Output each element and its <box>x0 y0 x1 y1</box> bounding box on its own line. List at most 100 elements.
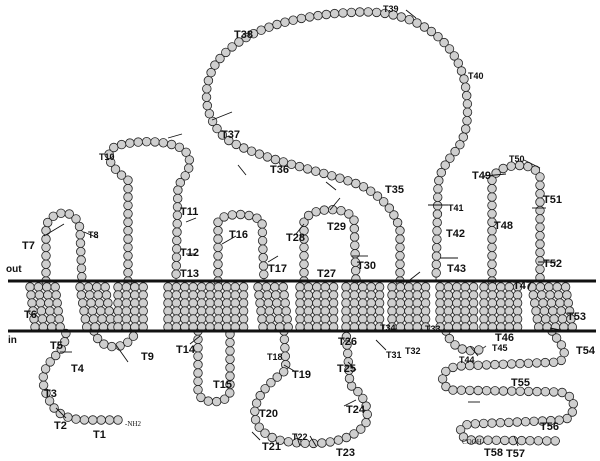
helix-residue-bead <box>270 282 280 292</box>
residue-bead <box>562 413 572 424</box>
residue-bead <box>202 84 212 94</box>
residue-bead <box>353 386 363 397</box>
residue-bead <box>173 185 183 195</box>
helix-residue-bead <box>96 306 106 316</box>
helix-residue-bead <box>341 290 351 300</box>
helix-residue-bead <box>180 282 190 292</box>
segment-tick <box>469 345 479 357</box>
residue-bead <box>203 396 214 406</box>
segment-tick <box>167 133 183 139</box>
residue-bead <box>123 209 133 219</box>
residue-bead <box>71 414 81 424</box>
residue-bead <box>462 420 472 430</box>
helix-residue-bead <box>460 282 470 292</box>
residue-bead <box>296 13 307 24</box>
residue-bead <box>217 130 228 140</box>
helix-residue-bead <box>230 282 240 292</box>
helix-residue-bead <box>273 306 283 316</box>
helix-residue-bead <box>435 290 445 300</box>
segment-label-t29: T29 <box>327 221 346 233</box>
segment-label-t28: T28 <box>286 232 305 244</box>
helix-residue-bead <box>460 314 470 324</box>
segment-label-t37: T37 <box>221 129 240 141</box>
helix-residue-bead <box>280 298 290 308</box>
segment-labels: T1 T2 T3 T4 T5 T6 T7 T8 T9 T10 T11 T12 T… <box>22 4 596 460</box>
segment-label-t22: T22 <box>292 432 308 442</box>
residue-bead <box>487 192 497 202</box>
helix-residue-bead <box>320 282 330 292</box>
residue-bead <box>444 333 455 344</box>
helix-residue-bead <box>274 314 284 324</box>
residue-bead <box>123 242 133 253</box>
helix-residue-bead <box>538 298 548 308</box>
helix-residue-bead <box>328 290 339 300</box>
residue-bead <box>215 53 225 64</box>
residue-bead <box>349 232 360 242</box>
residue-bead <box>250 406 260 417</box>
chain-connector <box>197 331 231 403</box>
residue-bead <box>88 415 98 425</box>
helix-residue-bead <box>412 290 422 300</box>
helix-residue-bead <box>37 314 48 324</box>
segment-label-t15: T15 <box>213 379 232 391</box>
helix-residue-bead <box>52 298 62 308</box>
helix-residue-bead <box>238 298 249 308</box>
helix-residue-bead <box>320 314 330 324</box>
helix-residue-bead <box>366 290 376 300</box>
residue-bead <box>371 7 382 18</box>
helix-residue-bead <box>35 298 46 308</box>
residue-bead <box>483 435 493 445</box>
residue-bead <box>481 360 492 370</box>
residue-bead <box>299 217 309 227</box>
helix-residue-bead <box>556 306 566 316</box>
helix-residue-bead <box>374 282 385 292</box>
helix-residue-bead <box>303 290 314 300</box>
residue-bead <box>123 259 133 269</box>
residue-bead <box>336 205 346 216</box>
residue-bead <box>461 124 471 134</box>
segment-label-t9: T9 <box>141 351 154 363</box>
residue-bead <box>210 60 220 70</box>
helix-residue-bead <box>180 290 190 300</box>
helix-residue-bead <box>560 282 571 292</box>
segment-tick <box>283 364 297 373</box>
residue-bead <box>462 115 472 126</box>
residue-bead <box>445 153 455 163</box>
helix-residue-bead <box>349 306 360 316</box>
segment-label-t8: T8 <box>88 230 99 240</box>
residue-bead <box>395 225 405 236</box>
helix-residue-bead <box>94 298 105 308</box>
residue-bead <box>193 368 203 378</box>
residue-bead <box>439 37 449 48</box>
residue-bead <box>299 251 309 261</box>
helix-residue-bead <box>496 282 506 292</box>
helix-residue-bead <box>130 314 140 324</box>
helix-residue-bead <box>256 306 266 316</box>
helix-residue-bead <box>42 282 52 292</box>
residue-bead <box>128 331 139 341</box>
helix-residue-bead <box>77 298 88 308</box>
helix-residue-bead <box>33 282 44 292</box>
helix-residue-bead <box>539 306 550 316</box>
residue-bead <box>116 139 127 150</box>
helix-residue-bead <box>496 306 506 316</box>
residue-bead <box>356 424 366 434</box>
helix-residue-bead <box>303 314 314 324</box>
residue-bead <box>564 391 575 402</box>
helix-residue-bead <box>230 306 240 316</box>
residue-bead <box>225 363 235 373</box>
helix-residue-bead <box>504 298 514 308</box>
residue-bead <box>542 436 552 446</box>
helix-residue-bead <box>279 290 289 300</box>
helix-residue-bead <box>404 298 414 308</box>
helix-residue-bead <box>196 282 207 292</box>
residue-bead <box>431 251 442 261</box>
transmembrane-helices <box>25 282 578 332</box>
membrane-out-label: out <box>6 264 22 275</box>
helix-residue-bead <box>420 306 431 316</box>
residue-bead <box>333 435 344 445</box>
helix-residue-bead <box>479 306 489 316</box>
residue-bead <box>361 417 371 428</box>
residue-bead <box>196 392 206 403</box>
